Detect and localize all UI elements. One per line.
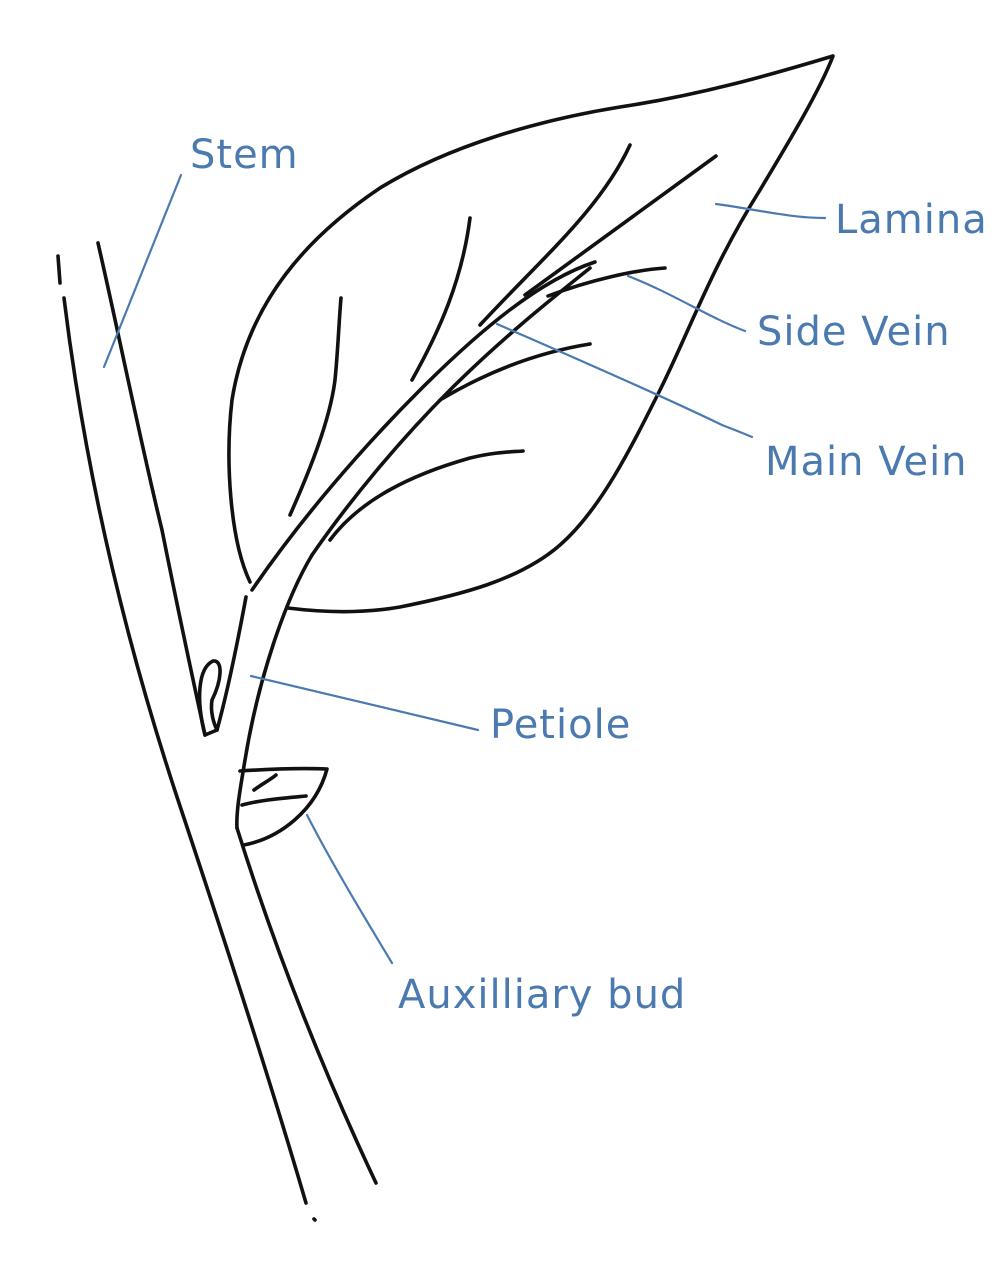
side-vein-6 (438, 342, 592, 402)
auxilliary-bud-inner (240, 773, 308, 807)
stem-right-edge-upper (96, 241, 207, 737)
stem-right-edge-lower (235, 826, 378, 1185)
lamina-leader-line (714, 202, 827, 220)
side-vein-4 (523, 154, 718, 297)
auxilliary-bud (238, 766, 329, 847)
side-vein-2 (410, 216, 472, 382)
petiole-right-edge (235, 553, 314, 830)
auxilliary-bud-leader-line (305, 813, 394, 965)
petiole-leader-line (249, 674, 480, 732)
stem-left-edge (56, 254, 308, 1205)
lamina-label: Lamina (835, 197, 988, 243)
stem-tip-dot (312, 1217, 317, 1222)
main-vein-label: Main Vein (765, 439, 968, 485)
lamina-outline (227, 54, 835, 614)
axil-bud (197, 659, 222, 737)
stem-leader-line (102, 173, 183, 369)
stem-label: Stem (190, 132, 299, 178)
main-vein-leader-line (495, 322, 754, 439)
side-vein-1 (288, 296, 343, 517)
main-vein (250, 260, 597, 592)
side-vein-leader-line (626, 274, 747, 333)
petiole-left-edge (215, 595, 248, 732)
side-vein-3 (478, 143, 632, 327)
side-vein-7 (328, 449, 525, 542)
side-vein-5 (546, 266, 667, 298)
auxilliary-bud-label: Auxilliary bud (398, 972, 687, 1018)
main-vein-inner (310, 266, 592, 557)
side-vein-label: Side Vein (757, 309, 951, 355)
petiole-label: Petiole (490, 702, 632, 748)
